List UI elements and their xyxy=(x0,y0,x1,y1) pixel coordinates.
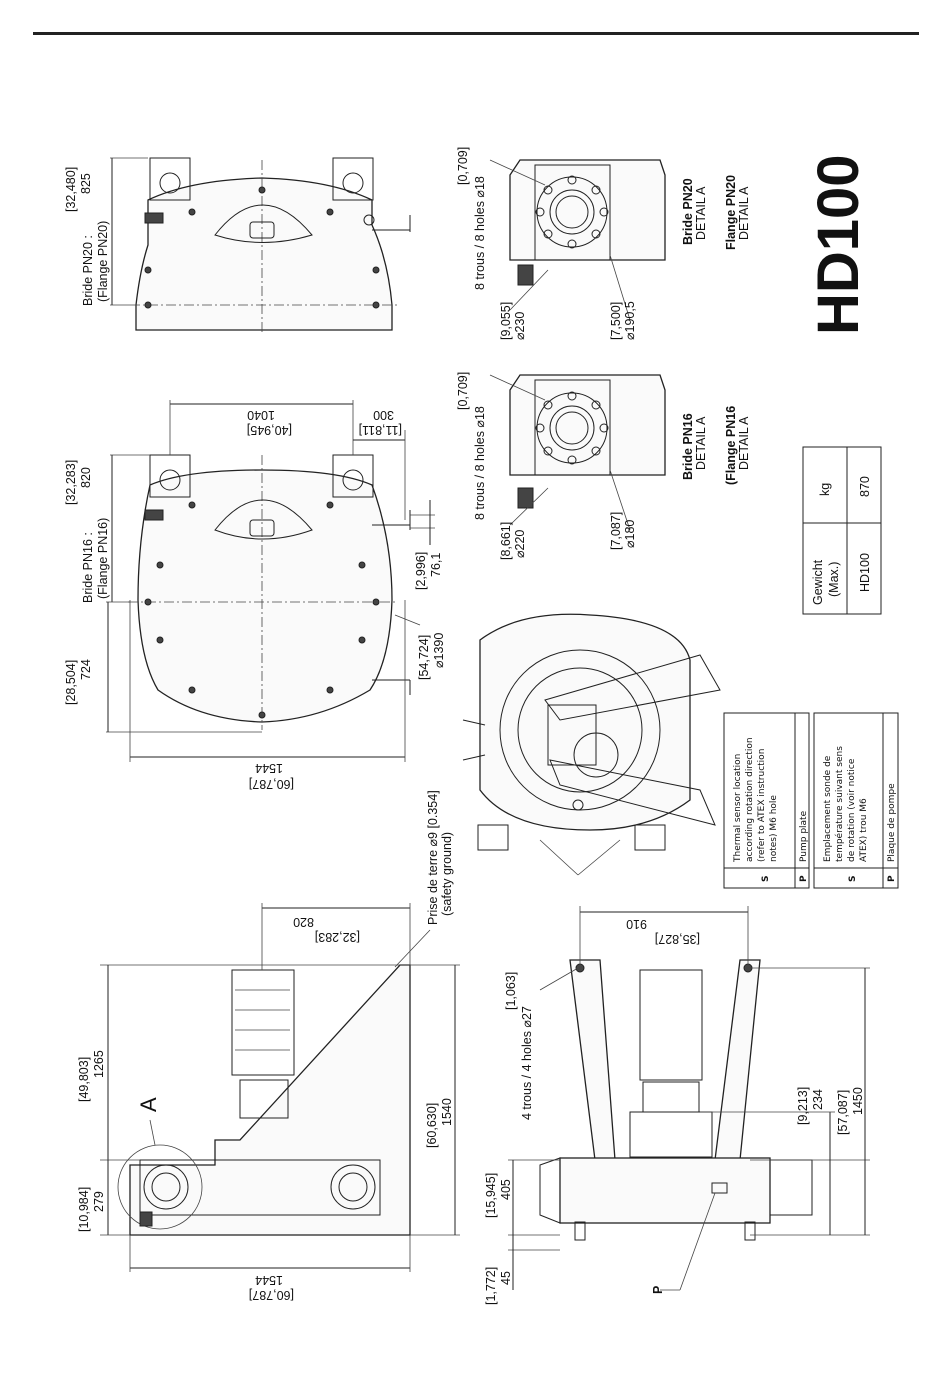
legend-fr-s-code: S xyxy=(848,876,858,882)
front-1450-imperial: [57,087] xyxy=(836,1090,850,1135)
front-234-imperial: [9,213] xyxy=(796,1087,810,1125)
pn20-detail-bride: Bride PN20 xyxy=(681,178,695,245)
pn20-flange-label: Bride PN20 : xyxy=(81,235,95,306)
pn16-d2: ⌀180 xyxy=(623,520,637,548)
pn16-height-imperial: [32,283] xyxy=(64,460,78,505)
legend-fr-p-code: P xyxy=(887,875,897,882)
legend-en-s-line: (refer to ATEX instruction xyxy=(757,749,767,862)
pn16-1544-imperial: [60,787] xyxy=(249,777,294,791)
front-910-imperial: [35,827] xyxy=(655,932,700,946)
pn16-76: 76,1 xyxy=(429,553,443,577)
legend-table-fr: S Emplacement sonde de température suiva… xyxy=(813,712,899,889)
side-1540: 1540 xyxy=(440,1098,454,1126)
legend-en-s-line: Thermal sensor location xyxy=(733,754,743,863)
side-1544: 1544 xyxy=(255,1273,283,1287)
pn16-724-metric: 724 xyxy=(79,659,93,680)
weight-model: HD100 xyxy=(858,553,872,592)
safety-ground-label-en: (safety ground) xyxy=(440,832,454,916)
legend-en-p-code: P xyxy=(799,875,809,882)
pn20-flange-label-en: (Flange PN20) xyxy=(96,221,110,302)
safety-ground-label: Prise de terre ⌀9 [0.354] xyxy=(426,790,440,925)
side-1540-imperial: [60,630] xyxy=(425,1103,439,1148)
pump-view-pn20: [32,480] 825 Bride PN20 : (Flange PN20) xyxy=(64,157,411,335)
side-820-imperial: [32,283] xyxy=(315,930,360,944)
legend-en-s-line: according rotation direction xyxy=(745,737,755,862)
detail-a-marker: A xyxy=(136,1097,161,1112)
front-234: 234 xyxy=(811,1089,825,1110)
pn16-1040: 1040 xyxy=(247,408,275,422)
side-1265-imperial: [49,803] xyxy=(77,1057,91,1102)
pn16-detail-bride: Bride PN16 xyxy=(681,413,695,480)
pn20-holes: 8 trous / 8 holes ⌀18 xyxy=(473,176,487,290)
pn16-flange-label: Bride PN16 : xyxy=(81,532,95,603)
pn16-d1: ⌀220 xyxy=(513,530,527,558)
legend-fr-s-line: Emplacement sonde de xyxy=(823,755,833,862)
legend-fr-s-line: de rotation (voir notice xyxy=(847,758,857,862)
pn16-76-imperial: [2,996] xyxy=(414,552,428,590)
pump-side-view: 820 [32,283] Prise de terre ⌀9 [0.354] (… xyxy=(77,790,460,1302)
pn16-1040-imperial: [40,945] xyxy=(247,423,292,437)
front-45: 45 xyxy=(499,1271,513,1285)
pn20-d1-imperial: [9,055] xyxy=(499,302,513,340)
pn16-holes-imperial: [0,709] xyxy=(456,372,470,410)
pn16-detail-flange: (Flange PN16 xyxy=(724,406,738,485)
pn16-300: 300 xyxy=(373,408,394,422)
front-holes: 4 trous / 4 holes ⌀27 xyxy=(520,1006,534,1120)
pn20-holes-imperial: [0,709] xyxy=(456,147,470,185)
legend-table-en: S Thermal sensor location according rota… xyxy=(723,712,810,889)
pn16-300-imperial: [11,811] xyxy=(359,423,402,437)
pn20-d1: ⌀230 xyxy=(513,312,527,340)
weight-value: 870 xyxy=(858,476,872,497)
side-279: 279 xyxy=(92,1191,106,1212)
side-820: 820 xyxy=(293,915,314,929)
pn16-flange-label-en: (Flange PN16) xyxy=(96,518,110,599)
legend-fr-s-line: température suivant sens xyxy=(834,746,845,862)
front-holes-imperial: [1,063] xyxy=(504,972,518,1010)
weight-header-2: (Max.) xyxy=(827,562,841,597)
pn20-d2-imperial: [7,500] xyxy=(609,302,623,340)
pn20-detail-flange-a: DETAIL A xyxy=(737,186,751,240)
pn16-detail-a: DETAIL A xyxy=(694,416,708,470)
weight-header-1: Gewicht xyxy=(811,559,825,605)
side-279-imperial: [10,984] xyxy=(77,1187,91,1232)
pn16-d2-imperial: [7,087] xyxy=(609,512,623,550)
top-rule xyxy=(33,32,919,35)
pn16-height-metric: 820 xyxy=(79,467,93,488)
detail-pn20: [0,709] 8 trous / 8 holes ⌀18 [9,055] ⌀2… xyxy=(456,147,751,340)
front-910: 910 xyxy=(626,917,647,931)
legend-en-s-code: S xyxy=(761,876,771,882)
front-45-imperial: [1,772] xyxy=(484,1267,498,1305)
front-1450: 1450 xyxy=(851,1087,865,1115)
pump-isometric-view xyxy=(462,613,721,876)
pn20-detail-a: DETAIL A xyxy=(694,186,708,240)
pn20-d2: ⌀190,5 xyxy=(623,301,637,340)
side-1544-imperial: [60,787] xyxy=(249,1288,294,1302)
pn16-724-imperial: [28,504] xyxy=(64,660,78,705)
pn16-detail-flange-a: DETAIL A xyxy=(737,416,751,470)
pn16-1390-imperial: [54,724] xyxy=(417,635,431,680)
pn16-holes: 8 trous / 8 holes ⌀18 xyxy=(473,406,487,520)
front-405-imperial: [15,945] xyxy=(484,1173,498,1218)
pn20-height-metric: 825 xyxy=(79,173,93,194)
drawing-title: HD100 xyxy=(806,154,871,335)
pn20-detail-flange: Flange PN20 xyxy=(724,175,738,250)
side-1265: 1265 xyxy=(92,1050,106,1078)
legend-en-p-text: Pump plate xyxy=(799,810,809,862)
front-p-marker: P xyxy=(651,1286,665,1294)
pn16-d1-imperial: [8,661] xyxy=(499,522,513,560)
pn20-height-imperial: [32,480] xyxy=(64,167,78,212)
legend-fr-s-line: ATEX) trou M6 xyxy=(859,798,869,862)
pn16-1390: ⌀1390 xyxy=(432,633,446,668)
weight-table: Gewicht (Max.) kg HD100 870 xyxy=(802,446,882,615)
pump-view-pn16: [32,283] 820 Bride PN16 : (Flange PN16) … xyxy=(64,400,446,791)
pn16-1544: 1544 xyxy=(255,761,283,775)
legend-fr-p-text: Plaque de pompe xyxy=(887,783,897,862)
legend-en-s-line: notes) M6 hole xyxy=(769,795,779,862)
front-405: 405 xyxy=(499,1179,513,1200)
weight-unit: kg xyxy=(818,483,832,496)
pump-front-view: 910 [35,827] [1,063] 4 trous / 4 holes ⌀… xyxy=(484,906,870,1305)
detail-pn16: [0,709] 8 trous / 8 holes ⌀18 [8,661] ⌀2… xyxy=(456,372,751,560)
